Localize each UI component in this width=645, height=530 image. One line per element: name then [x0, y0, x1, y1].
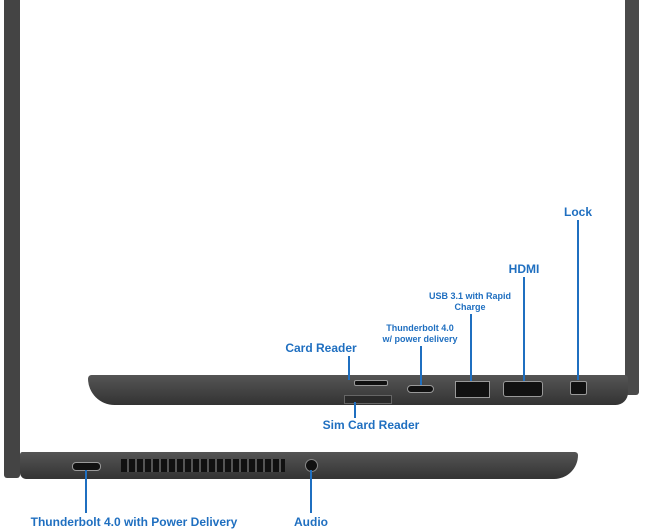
thunderbolt-right-line	[420, 346, 422, 385]
hdmi-label: HDMI	[508, 262, 540, 276]
audio-line	[310, 470, 312, 513]
card-reader-slot	[354, 380, 388, 386]
thunderbolt-left-label: Thunderbolt 4.0 with Power Delivery	[30, 515, 238, 529]
usb-port	[455, 381, 490, 398]
audio-label: Audio	[294, 515, 328, 529]
lock-slot	[570, 381, 587, 395]
vent	[121, 459, 285, 472]
left-laptop-base	[20, 452, 578, 479]
hdmi-line	[523, 277, 525, 381]
sim-card-reader-line	[354, 402, 356, 418]
thunderbolt-left-line	[85, 470, 87, 513]
thunderbolt-port-right	[407, 385, 434, 393]
card-reader-line	[348, 356, 350, 380]
sim-card-reader-label: Sim Card Reader	[322, 418, 420, 432]
right-laptop-screen-edge	[625, 0, 639, 395]
lock-line	[577, 220, 579, 380]
usb-label-line1: USB 3.1 with Rapid	[428, 291, 511, 301]
lock-label: Lock	[563, 205, 592, 219]
hdmi-port	[503, 381, 543, 397]
thunderbolt-right-label-line2: w/ power delivery	[382, 334, 458, 344]
thunderbolt-right-label-line1: Thunderbolt 4.0	[386, 323, 454, 333]
usb-label-line2: Charge	[454, 302, 486, 312]
left-laptop-screen-edge	[4, 0, 20, 478]
sim-tray	[344, 395, 392, 404]
card-reader-label: Card Reader	[285, 341, 357, 355]
usb-line	[470, 314, 472, 381]
